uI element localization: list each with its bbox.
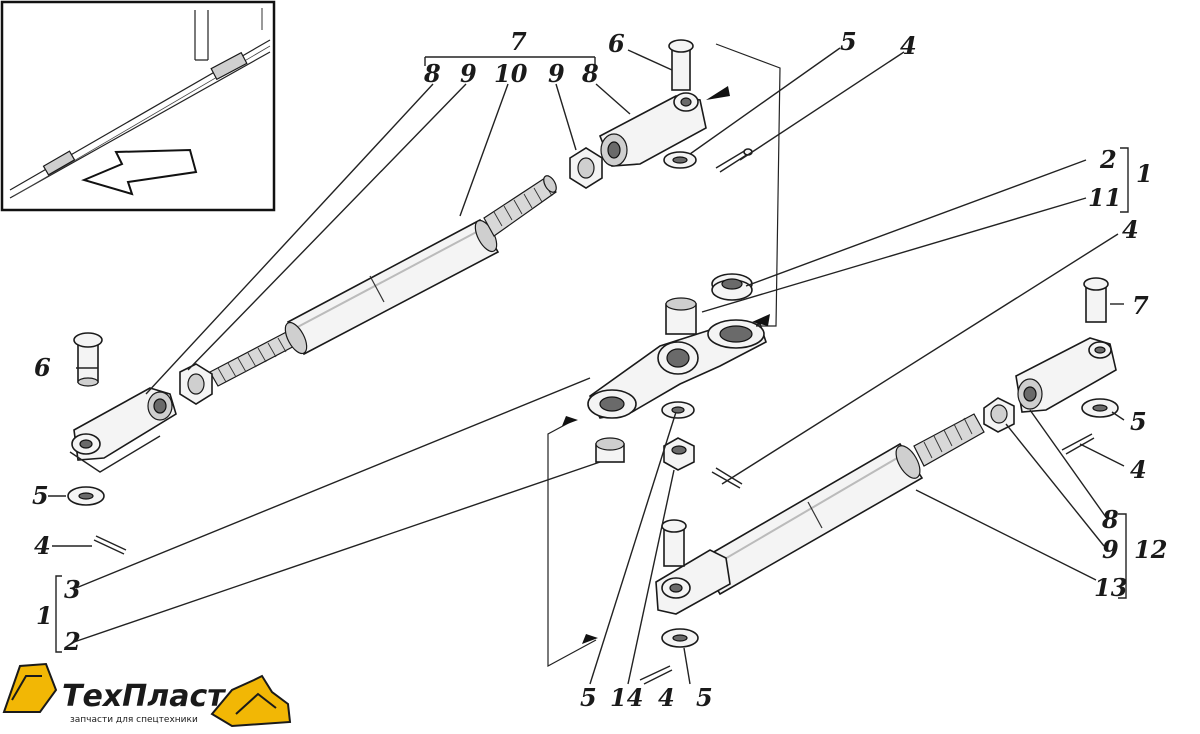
- label-4-mid-right: 4: [1122, 215, 1139, 244]
- excavator-bucket-icon: [2, 662, 58, 713]
- label-4-left: 4: [34, 531, 51, 560]
- label-5-bottom-right: 5: [696, 683, 713, 712]
- label-8-top-left: 8: [423, 59, 441, 88]
- label-1-right: 1: [1136, 159, 1153, 188]
- upper-tie-rod-assembly: [69, 39, 753, 473]
- label-3: 3: [64, 575, 81, 604]
- inset-view: [0, 0, 276, 212]
- central-lever: [587, 273, 767, 471]
- label-7-right: 7: [1132, 291, 1149, 320]
- label-2-left: 2: [63, 627, 81, 656]
- callout-labels: 7 8 9 10 9 8 6 5 4 2 1 11 4 7 5 4 8 9 12…: [32, 27, 1167, 712]
- brand-name: ТехПласт: [62, 679, 226, 714]
- label-5-bottom-left: 5: [580, 683, 597, 712]
- leader-lines: [48, 43, 1129, 685]
- brand-logo: ТехПласт запчасти для спецтехники: [2, 662, 292, 728]
- label-2-right: 2: [1099, 145, 1117, 174]
- label-10: 10: [494, 59, 528, 88]
- label-4-top: 4: [900, 31, 917, 60]
- label-5-top: 5: [840, 27, 857, 56]
- direction-arrows: [562, 86, 770, 644]
- label-5-right: 5: [1130, 407, 1147, 436]
- label-14: 14: [610, 683, 643, 712]
- label-6-top: 6: [608, 29, 625, 58]
- label-9-right: 9: [1102, 535, 1119, 564]
- label-9-top-left: 9: [460, 59, 477, 88]
- label-7-top: 7: [510, 27, 527, 56]
- label-6-left: 6: [34, 353, 51, 382]
- label-4-right: 4: [1130, 455, 1147, 484]
- brand-tagline: запчасти для спецтехники: [70, 715, 198, 725]
- lower-tie-rod-assembly: [67, 277, 1119, 685]
- label-8-right: 8: [1101, 505, 1119, 534]
- label-11: 11: [1088, 183, 1121, 212]
- label-1-left: 1: [36, 601, 53, 630]
- label-5-left: 5: [32, 481, 49, 510]
- label-4-bottom: 4: [658, 683, 675, 712]
- label-13: 13: [1094, 573, 1127, 602]
- label-12: 12: [1134, 535, 1167, 564]
- label-9-top-right: 9: [548, 59, 565, 88]
- label-8-top-right: 8: [581, 59, 599, 88]
